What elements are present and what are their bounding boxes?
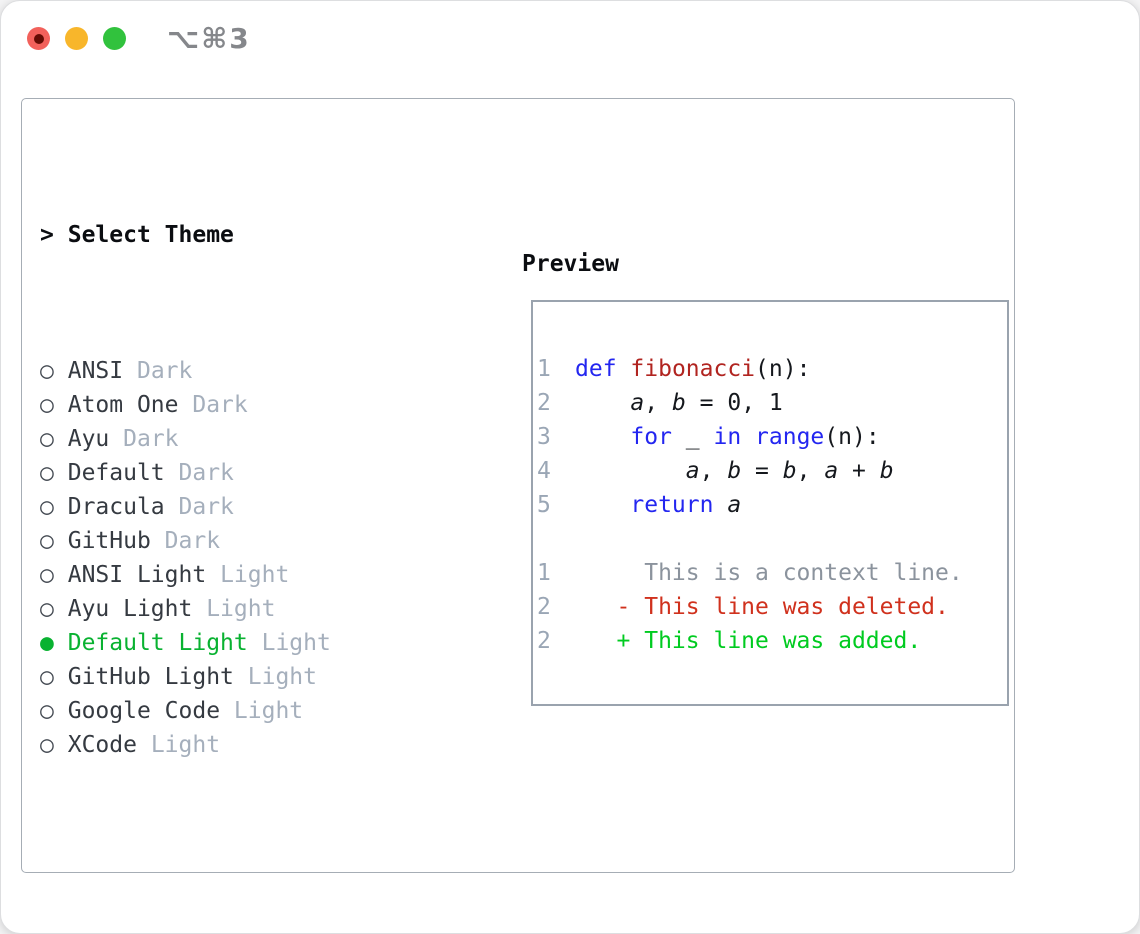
code-text: a, b = b, a + b <box>685 458 894 484</box>
theme-variant-label: Dark <box>178 494 234 520</box>
theme-option-label: GitHub Light <box>67 664 234 690</box>
diff-text: + This line was added. <box>575 628 922 654</box>
theme-variant-label: Light <box>261 630 331 656</box>
theme-option-ayu[interactable]: ○ Ayu Dark <box>40 422 470 456</box>
spacer <box>40 864 470 898</box>
theme-option-label: ANSI <box>67 358 124 384</box>
theme-option-github-light[interactable]: ○ GitHub Light Light <box>40 660 470 694</box>
line-number: 1 <box>537 560 551 586</box>
code-text: for _ in range(n): <box>630 424 880 450</box>
theme-option-label: Atom One <box>67 392 179 418</box>
theme-list: ○ ANSI Dark○ Atom One Dark○ Ayu Dark○ De… <box>40 354 470 762</box>
code-line: 1 def fibonacci(n): <box>537 352 1003 386</box>
code-line: 2 a, b = 0, 1 <box>537 386 1003 420</box>
minimize-button[interactable] <box>65 27 88 50</box>
diff-preview: 1 This is a context line.2 - This line w… <box>537 556 1003 658</box>
theme-option-atom-one[interactable]: ○ Atom One Dark <box>40 388 470 422</box>
select-theme-header-label: Select Theme <box>67 222 234 248</box>
line-number: 1 <box>537 356 551 382</box>
radio-unselected-icon: ○ <box>40 664 54 690</box>
code-text: def fibonacci(n): <box>575 356 811 382</box>
diff-line-added: 2 + This line was added. <box>537 624 1003 658</box>
theme-variant-label: Light <box>233 698 304 724</box>
theme-variant-label: Light <box>247 664 317 690</box>
preview-title: Preview <box>522 251 619 277</box>
radio-unselected-icon: ○ <box>40 460 54 486</box>
theme-option-label: Ayu <box>67 426 110 452</box>
line-number: 3 <box>537 424 551 450</box>
radio-unselected-icon: ○ <box>40 732 54 758</box>
code-line: 5 return a <box>537 488 1003 522</box>
theme-option-ansi-light[interactable]: ○ ANSI Light Light <box>40 558 470 592</box>
theme-picker-panel: > Select Theme ○ ANSI Dark○ Atom One Dar… <box>21 98 1015 873</box>
code-text: a, b = 0, 1 <box>630 390 783 416</box>
theme-option-ayu-light[interactable]: ○ Ayu Light Light <box>40 592 470 626</box>
theme-variant-label: Light <box>206 596 276 622</box>
theme-option-default[interactable]: ○ Default Dark <box>40 456 470 490</box>
theme-variant-label: Dark <box>178 460 234 486</box>
theme-option-label: Dracula <box>67 494 165 520</box>
radio-unselected-icon: ○ <box>40 698 54 724</box>
radio-unselected-icon: ○ <box>40 596 54 622</box>
focus-caret-icon: > <box>40 222 54 248</box>
radio-unselected-icon: ○ <box>40 528 54 554</box>
line-number: 2 <box>537 628 551 654</box>
theme-option-label: XCode <box>67 732 137 758</box>
radio-unselected-icon: ○ <box>40 392 54 418</box>
theme-variant-label: Dark <box>136 358 193 384</box>
theme-option-label: ANSI Light <box>67 562 207 588</box>
theme-option-default-light[interactable]: ● Default Light Light <box>40 626 470 660</box>
diff-line-context: 1 This is a context line. <box>537 556 1003 590</box>
theme-variant-label: Dark <box>123 426 179 452</box>
close-button[interactable] <box>27 27 50 50</box>
theme-option-label: Default <box>67 460 165 486</box>
zoom-button[interactable] <box>103 27 126 50</box>
line-number: 5 <box>537 492 551 518</box>
theme-option-xcode[interactable]: ○ XCode Light <box>40 728 470 762</box>
theme-option-google-code[interactable]: ○ Google Code Light <box>40 694 470 728</box>
code-text: return a <box>630 492 742 518</box>
select-theme-header: > Select Theme <box>40 218 470 252</box>
theme-variant-label: Light <box>220 562 290 588</box>
radio-unselected-icon: ○ <box>40 358 54 384</box>
radio-unselected-icon: ○ <box>40 494 54 520</box>
radio-selected-icon: ● <box>40 630 54 656</box>
line-number: 2 <box>537 594 551 620</box>
theme-variant-label: Light <box>150 732 221 758</box>
code-line: 3 for _ in range(n): <box>537 420 1003 454</box>
diff-text: This is a context line. <box>575 560 963 586</box>
theme-option-label: Ayu Light <box>67 596 193 622</box>
radio-unselected-icon: ○ <box>40 426 54 452</box>
window-shortcut-label: ⌥⌘3 <box>167 22 251 55</box>
line-number: 4 <box>537 458 551 484</box>
theme-option-label: Google Code <box>67 698 221 724</box>
theme-option-label: GitHub <box>67 528 151 554</box>
theme-variant-label: Dark <box>192 392 248 418</box>
code-line: 4 a, b = b, a + b <box>537 454 1003 488</box>
spacer <box>537 522 1003 556</box>
theme-option-ansi[interactable]: ○ ANSI Dark <box>40 354 470 388</box>
theme-variant-label: Dark <box>164 528 221 554</box>
diff-line-deleted: 2 - This line was deleted. <box>537 590 1003 624</box>
theme-option-dracula[interactable]: ○ Dracula Dark <box>40 490 470 524</box>
theme-list-column: > Select Theme ○ ANSI Dark○ Atom One Dar… <box>40 150 470 933</box>
radio-unselected-icon: ○ <box>40 562 54 588</box>
diff-text: - This line was deleted. <box>575 594 949 620</box>
theme-option-github[interactable]: ○ GitHub Dark <box>40 524 470 558</box>
line-number: 2 <box>537 390 551 416</box>
close-dot-icon <box>33 33 44 44</box>
theme-option-label: Default Light <box>67 630 248 656</box>
